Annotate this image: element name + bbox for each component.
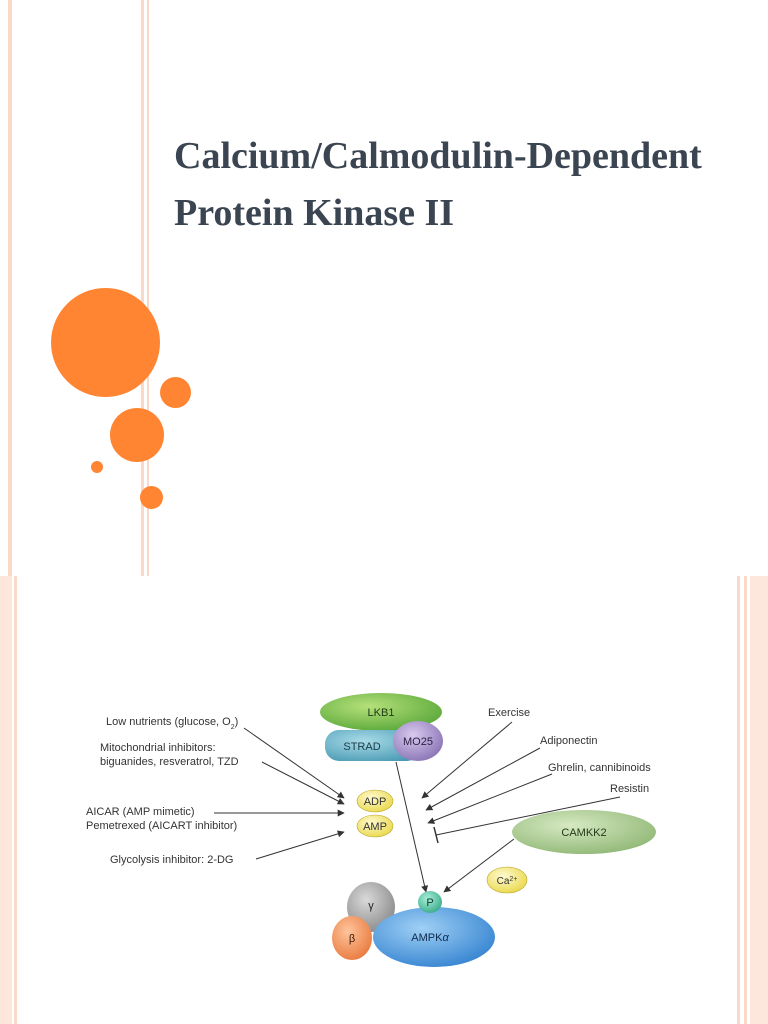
right-stripe-line-1 xyxy=(737,576,740,1024)
left-stripe-3 xyxy=(147,0,149,576)
arrow-adiponectin xyxy=(425,747,541,811)
left-stripe-line xyxy=(14,576,17,1024)
label-resistin: Resistin xyxy=(610,783,649,795)
label-ghrelin: Ghrelin, cannibinoids xyxy=(548,762,651,774)
label-low-nutrients: Low nutrients (glucose, O2) xyxy=(106,716,238,731)
label-aicar: AICAR (AMP mimetic) xyxy=(86,806,195,818)
inhibitor-resistin xyxy=(435,796,621,836)
node-ampk-alpha xyxy=(373,907,495,967)
diagram-slide: Low nutrients (glucose, O2) Mitochondria… xyxy=(0,576,768,1024)
arrow-ghrelin xyxy=(427,773,553,824)
node-beta-label: β xyxy=(349,933,355,945)
label-pemetrexed: Pemetrexed (AICART inhibitor) xyxy=(86,820,237,832)
node-phospho xyxy=(418,891,442,913)
right-stripe-band xyxy=(750,576,768,1024)
node-mo25-label: MO25 xyxy=(403,736,433,748)
decor-circle-medium xyxy=(110,408,164,462)
node-calcium-label: Ca2+ xyxy=(497,876,518,888)
node-adp-label: ADP xyxy=(364,796,387,808)
arrow-camkk2-to-p xyxy=(443,838,515,893)
node-ampk-label: AMPKα xyxy=(411,932,449,944)
arrow-lkb1-to-p xyxy=(395,761,428,893)
ampk-pathway-diagram: Low nutrients (glucose, O2) Mitochondria… xyxy=(86,693,656,967)
inhibitor-resistin-bar xyxy=(433,826,439,844)
label-exercise: Exercise xyxy=(488,707,530,719)
arrow-low-nutrients xyxy=(243,727,345,799)
arrow-glycolysis xyxy=(255,830,345,860)
node-calcium xyxy=(486,866,528,894)
right-stripe-line-2 xyxy=(744,576,747,1024)
node-strad-label: STRAD xyxy=(343,741,380,753)
node-phospho-label: P xyxy=(426,897,433,909)
node-amp-label: AMP xyxy=(363,821,387,833)
slide-title: Calcium/Calmodulin-Dependent Protein Kin… xyxy=(174,135,702,234)
node-gamma-label: γ xyxy=(368,900,374,912)
label-glycolysis: Glycolysis inhibitor: 2-DG xyxy=(110,854,233,866)
label-mito-inhibitors: Mitochondrial inhibitors: xyxy=(100,742,216,754)
node-camkk2 xyxy=(512,810,656,854)
title-slide: Calcium/Calmodulin-Dependent Protein Kin… xyxy=(8,0,702,576)
node-camkk2-label: CAMKK2 xyxy=(561,827,606,839)
left-stripe-2 xyxy=(141,0,144,576)
label-mito-drugs: biguanides, resveratrol, TZD xyxy=(100,756,239,768)
node-amp xyxy=(356,814,394,838)
decor-circle-small-2 xyxy=(140,486,163,509)
left-stripe-1 xyxy=(8,0,12,576)
node-mo25 xyxy=(393,721,443,761)
decor-circle-tiny xyxy=(91,461,103,473)
decor-circle-small-1 xyxy=(160,377,191,408)
arrow-mito-inhibitors xyxy=(261,761,345,805)
left-stripe-band xyxy=(0,576,12,1024)
arrow-exercise xyxy=(421,721,513,799)
node-lkb1 xyxy=(320,693,442,731)
label-adiponectin: Adiponectin xyxy=(540,735,598,747)
node-lkb1-label: LKB1 xyxy=(368,707,395,719)
decor-circle-large xyxy=(51,288,160,397)
node-adp xyxy=(356,789,394,813)
node-beta xyxy=(332,916,372,960)
